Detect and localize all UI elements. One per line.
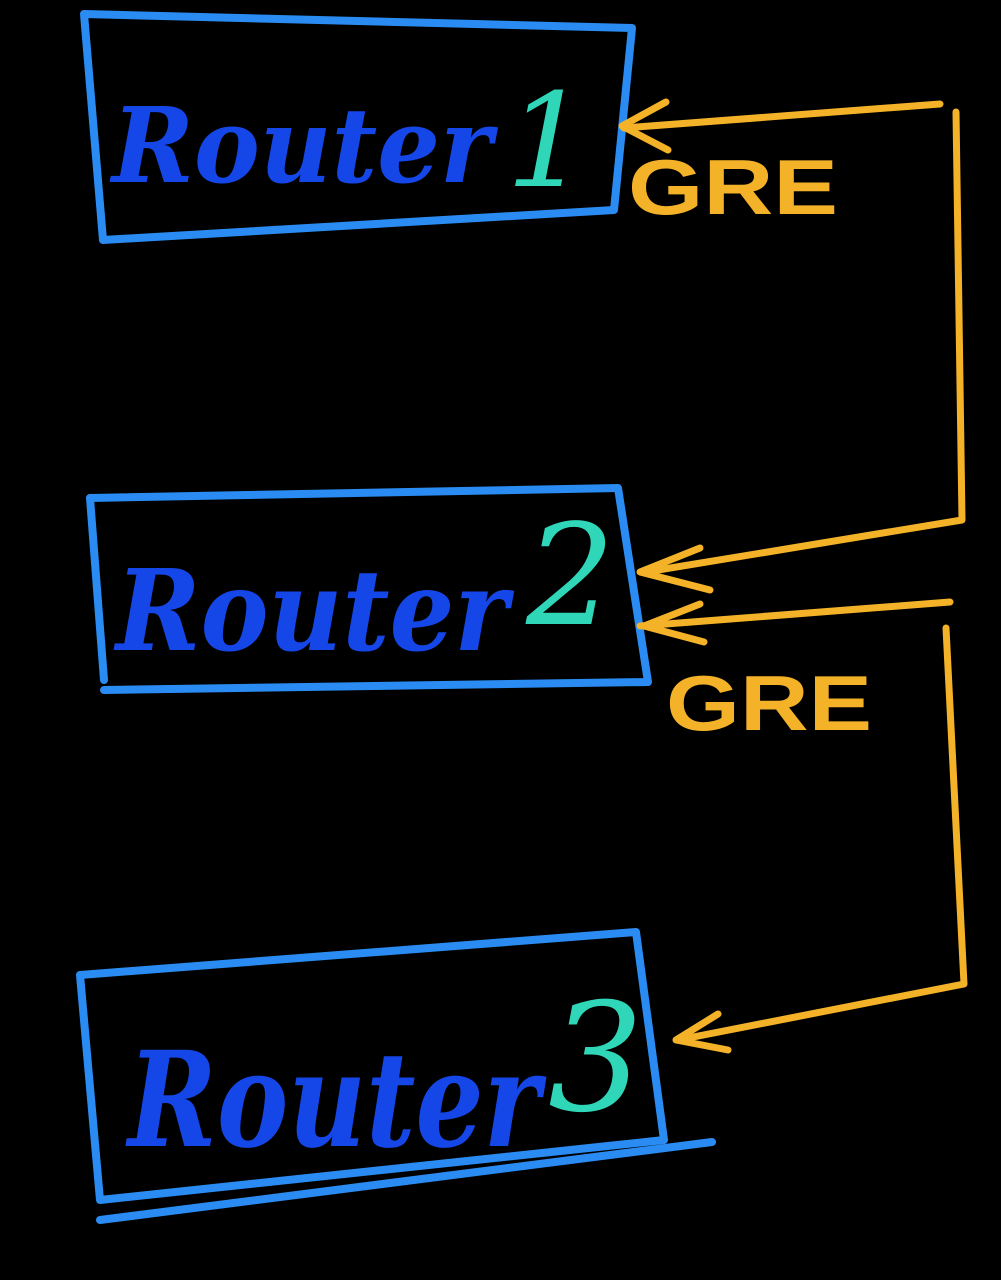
router-2-box-left (86, 494, 108, 684)
router-2-number: 2 (525, 495, 615, 658)
gre-tunnel-2-arrowhead-router-2 (640, 600, 708, 646)
router-3-box (76, 928, 668, 1204)
gre-tunnel-1-arrowhead-router-2 (636, 544, 714, 594)
gre-tunnel-1-arrowhead-router-1 (618, 98, 672, 154)
router-3-label: Router (125, 1023, 547, 1178)
router-1-box (80, 10, 636, 244)
gre-tunnel-2: GRE (636, 598, 968, 1054)
gre-tunnel-2-arrowhead-router-3 (672, 1010, 732, 1054)
router-3-number: 3 (548, 972, 643, 1146)
router-3-box-underline (96, 1138, 716, 1224)
router-1-number: 1 (506, 65, 589, 217)
router-2-box (86, 484, 652, 694)
router-1-label: Router (109, 84, 499, 207)
router-1-node: Router 1 (80, 10, 636, 244)
router-2-label: Router (113, 546, 514, 677)
gre-tunnel-2-label: GRE (666, 659, 872, 747)
router-3-node: Router 3 (76, 928, 716, 1224)
gre-tunnel-1: GRE (618, 98, 966, 594)
gre-tunnel-1-label: GRE (628, 143, 838, 231)
gre-tunnel-2-line (636, 598, 968, 1044)
router-2-node: Router 2 (86, 484, 652, 694)
gre-tunnel-1-line (620, 100, 966, 576)
